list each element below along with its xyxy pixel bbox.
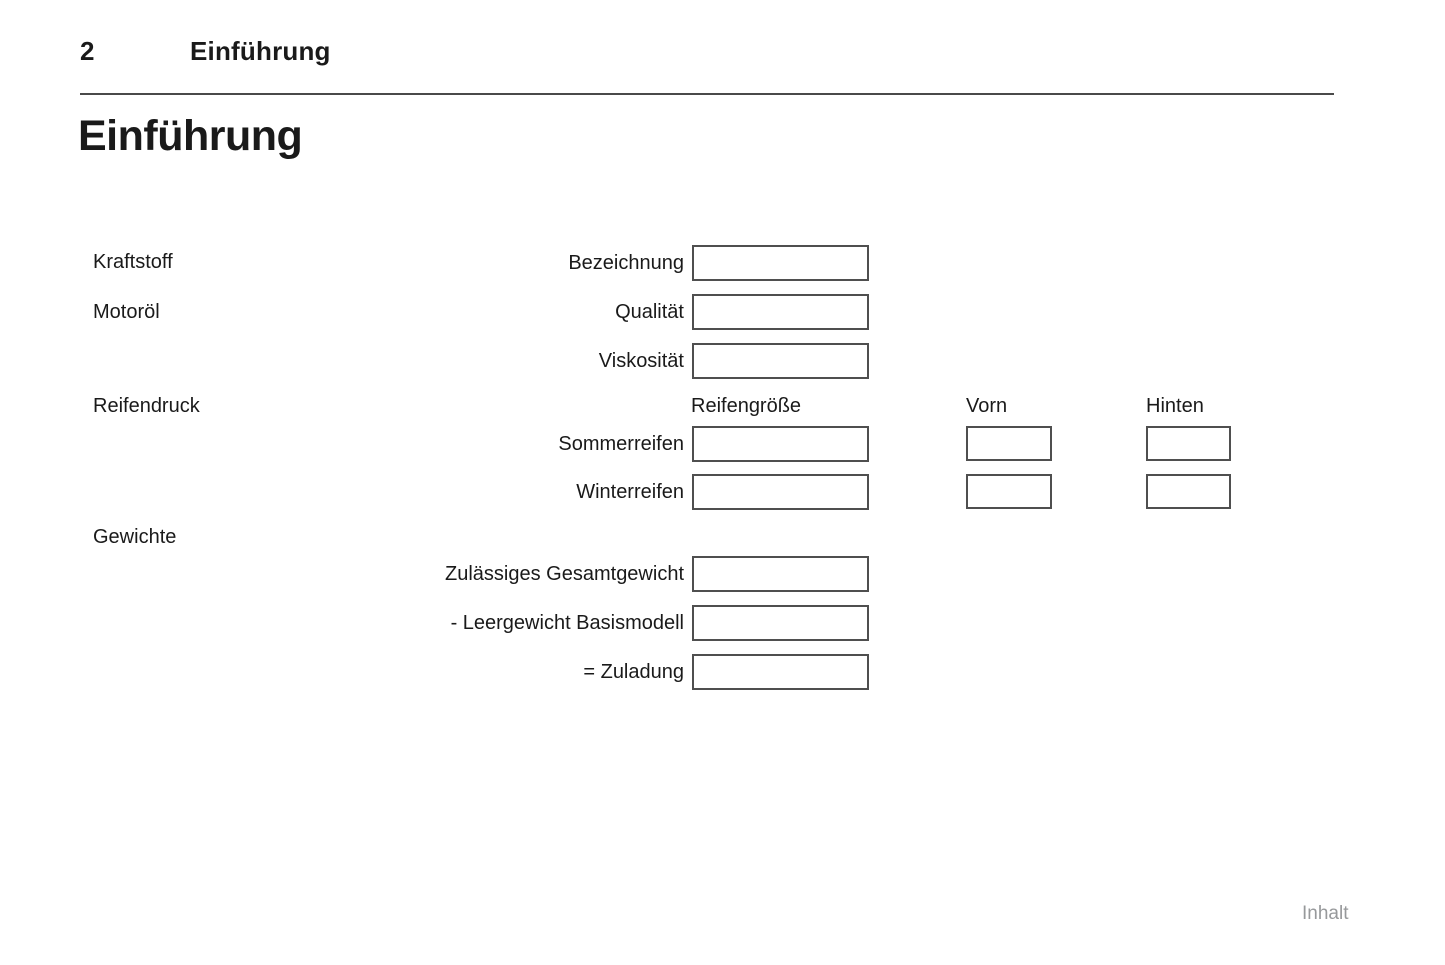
section-label-fuel: Kraftstoff	[93, 251, 173, 273]
gross-weight-input[interactable]	[692, 556, 869, 592]
page-title: Einführung	[78, 112, 303, 160]
quality-label: Qualität	[615, 301, 684, 323]
tire-size-column-header: Reifengröße	[691, 395, 802, 417]
summer-rear-pressure-input[interactable]	[1146, 426, 1231, 461]
viscosity-label: Viskosität	[598, 350, 684, 372]
section-label-weights: Gewichte	[93, 526, 177, 548]
designation-label: Bezeichnung	[568, 252, 684, 274]
curb-weight-input[interactable]	[692, 605, 869, 641]
payload-input[interactable]	[692, 654, 869, 690]
gross-weight-label: Zulässiges Gesamtgewicht	[445, 563, 684, 585]
front-column-header: Vorn	[966, 395, 1008, 417]
winter-tires-label: Winterreifen	[576, 481, 684, 503]
summer-tires-label: Sommerreifen	[558, 433, 684, 455]
contents-link[interactable]: Inhalt	[1302, 903, 1349, 924]
payload-label: = Zuladung	[583, 661, 684, 683]
summer-front-pressure-input[interactable]	[966, 426, 1052, 461]
summer-tire-size-input[interactable]	[692, 426, 869, 462]
winter-front-pressure-input[interactable]	[966, 474, 1052, 509]
quality-input[interactable]	[692, 294, 869, 330]
winter-rear-pressure-input[interactable]	[1146, 474, 1231, 509]
curb-weight-label: - Leergewicht Basismodell	[450, 612, 684, 634]
section-label-oil: Motoröl	[93, 301, 160, 323]
page-number: 2	[80, 36, 95, 66]
viscosity-input[interactable]	[692, 343, 869, 379]
rear-column-header: Hinten	[1146, 395, 1204, 417]
section-label-tire-pressure: Reifendruck	[93, 395, 200, 417]
running-header-chapter: Einführung	[190, 36, 331, 66]
designation-input[interactable]	[692, 245, 869, 281]
winter-tire-size-input[interactable]	[692, 474, 869, 510]
header-divider	[80, 93, 1334, 95]
